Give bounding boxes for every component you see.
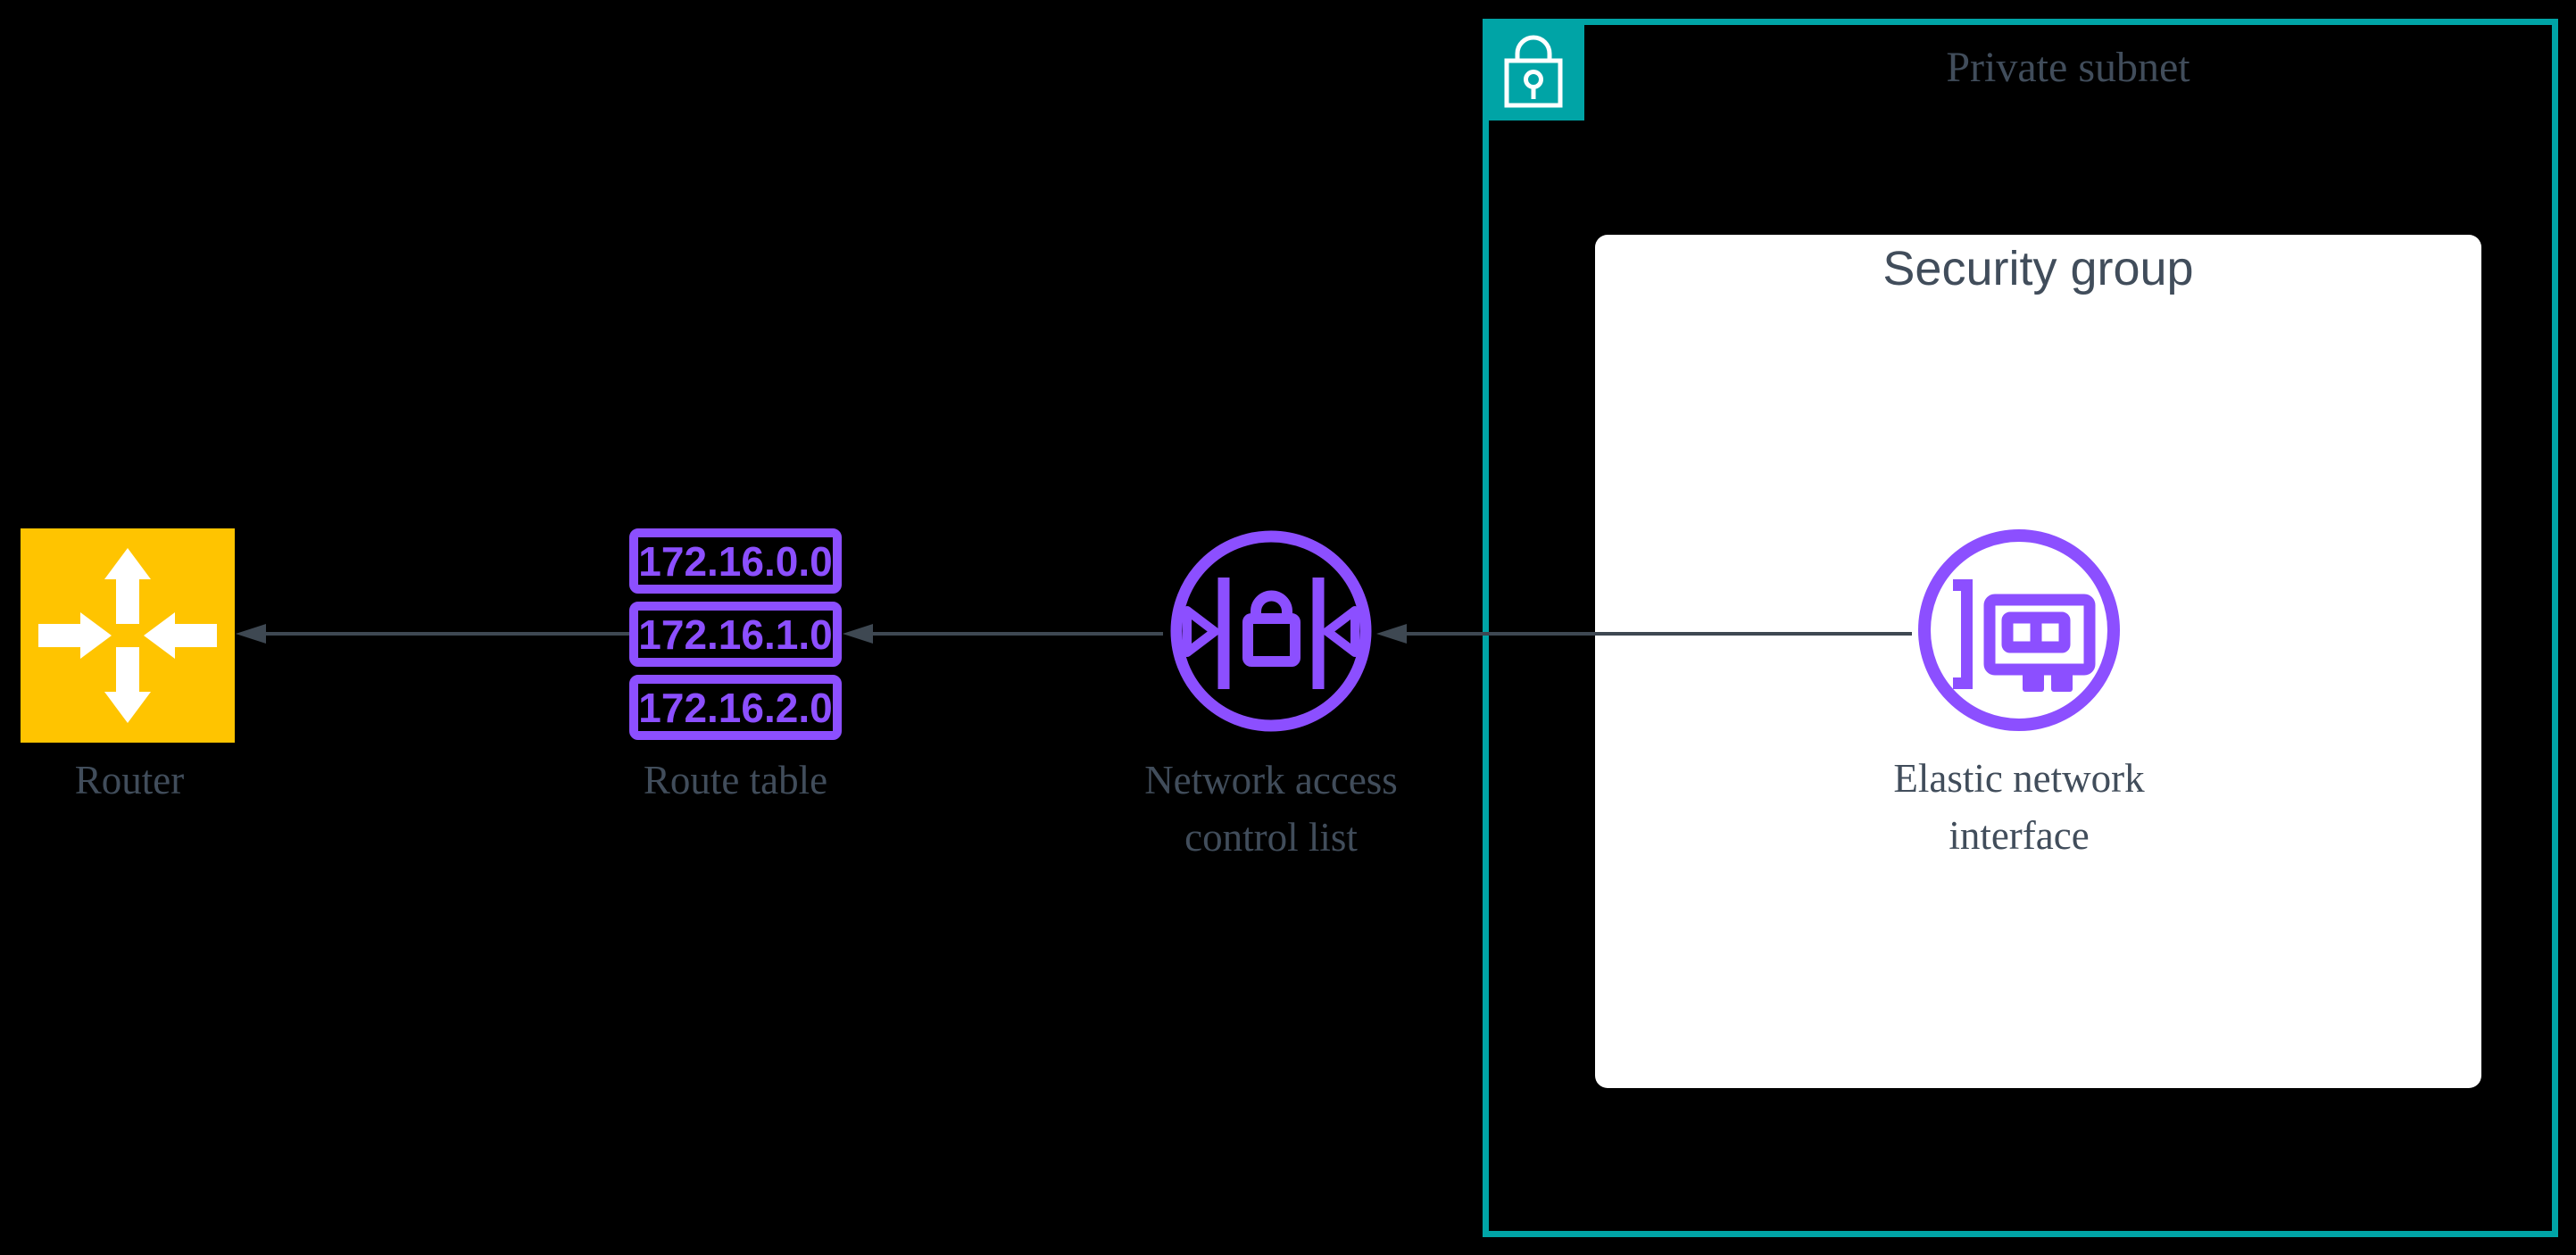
elastic-network-interface-icon <box>1910 521 2128 739</box>
network-card-icon <box>1918 529 2120 731</box>
eni-label-line2: interface <box>1949 813 2090 858</box>
router-arrows-icon <box>38 548 217 723</box>
route-entry: 172.16.2.0 <box>629 675 842 740</box>
route-entry: 172.16.0.0 <box>629 528 842 594</box>
private-subnet-badge <box>1483 19 1584 121</box>
network-acl-icon <box>1165 525 1377 737</box>
route-table: 172.16.0.0 172.16.1.0 172.16.2.0 <box>629 528 842 740</box>
elastic-network-interface-label: Elastic network interface <box>1841 750 2198 864</box>
security-group-label: Security group <box>1882 242 2194 295</box>
router-label: Router <box>74 758 185 802</box>
network-acl-label-line1: Network access <box>1144 758 1398 802</box>
router-icon <box>21 528 235 743</box>
private-subnet-container <box>1483 19 2558 1237</box>
route-table-label: Route table <box>643 758 828 802</box>
security-group-container <box>1595 235 2481 1088</box>
arrowhead-to-router <box>236 624 266 644</box>
route-entry: 172.16.1.0 <box>629 602 842 667</box>
network-acl-label: Network access control list <box>1088 752 1454 866</box>
arrowhead-to-nacl <box>1376 624 1407 644</box>
private-subnet-label: Private subnet <box>1946 44 2190 91</box>
eni-label-line1: Elastic network <box>1893 756 2145 801</box>
network-acl-label-line2: control list <box>1184 815 1358 860</box>
arrowhead-to-route-table <box>843 624 873 644</box>
lock-icon <box>1504 35 1563 108</box>
network-acl-lock-icon <box>1170 530 1372 732</box>
